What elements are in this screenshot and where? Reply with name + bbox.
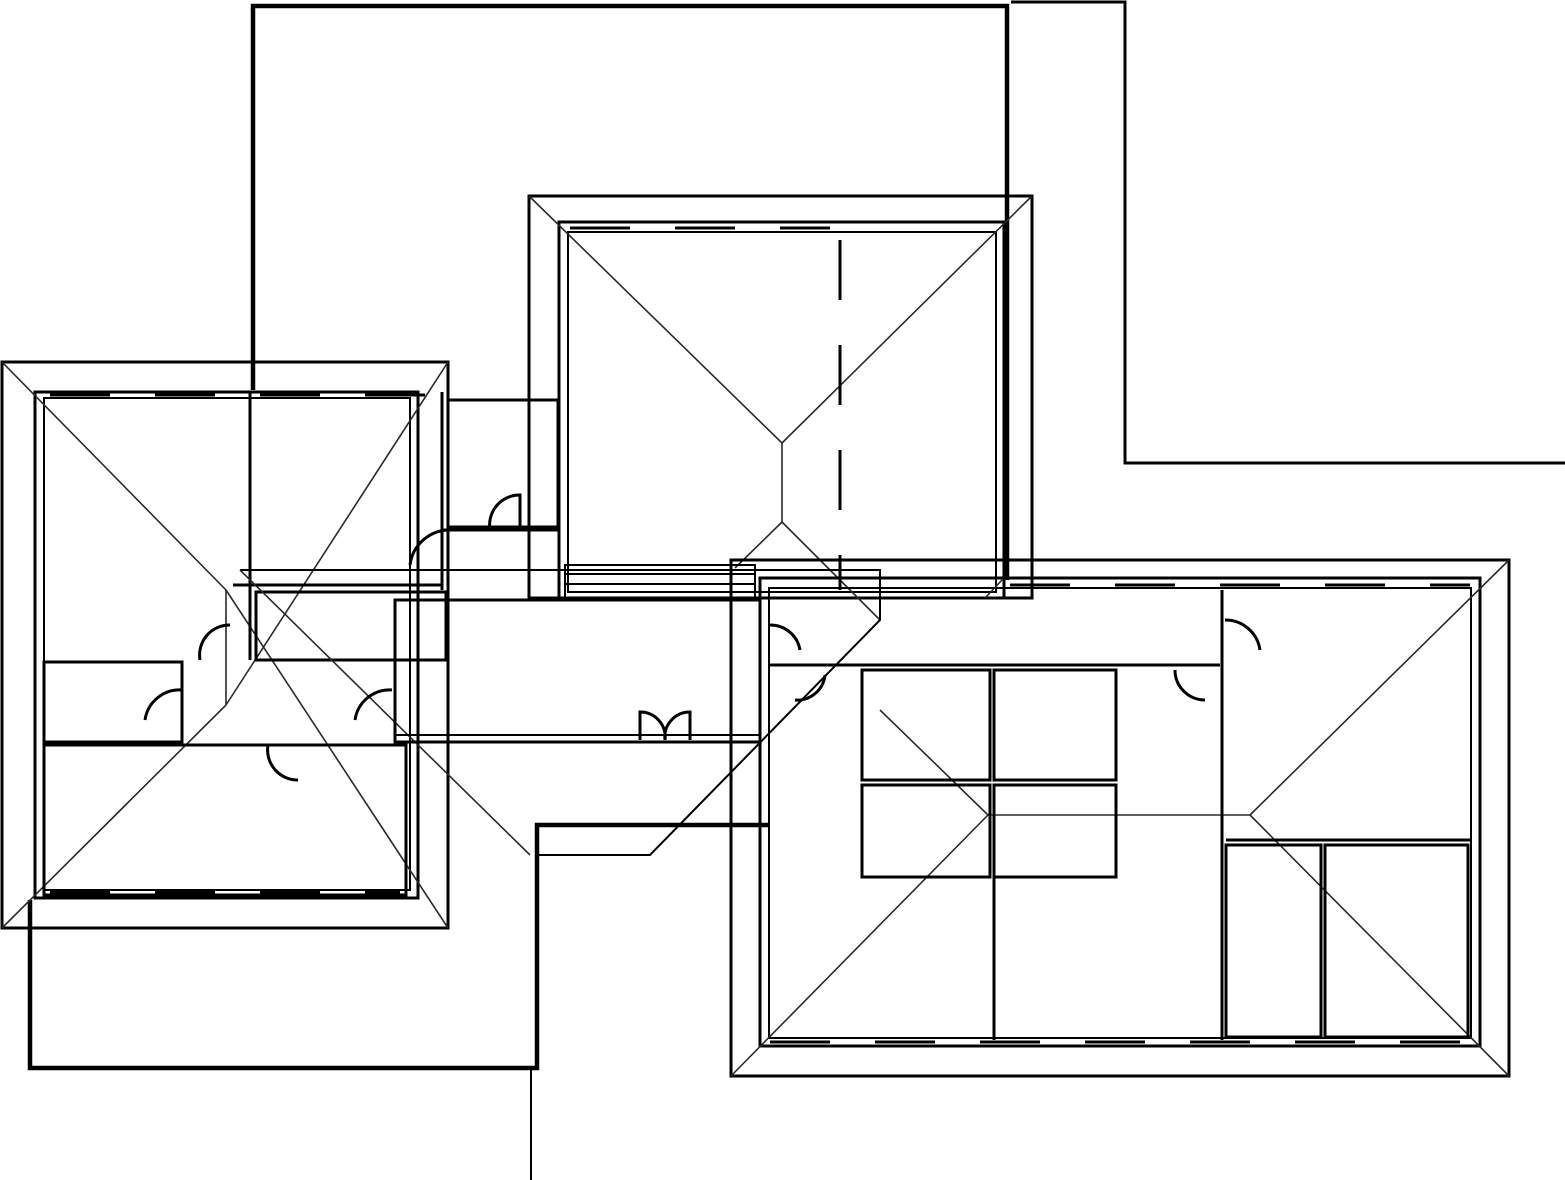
central-link — [239, 569, 881, 856]
room-office — [860, 668, 992, 782]
west-roof-eave — [0, 360, 450, 930]
north-wall-outer — [557, 220, 1006, 600]
door-swing — [488, 493, 522, 531]
lot-line-northeast — [1011, 0, 1565, 465]
room-closet — [254, 590, 448, 662]
north-wing — [442, 194, 1034, 621]
east-hip-line — [984, 579, 1003, 599]
west-hip-line — [1, 361, 227, 591]
lot-line-north — [250, 3, 1010, 580]
site-boundaries — [27, 0, 1565, 1180]
door-swing — [266, 744, 299, 782]
west-wall-outer — [33, 390, 420, 900]
north-hip-line — [781, 195, 1033, 444]
east-wing — [729, 558, 1511, 1078]
hallway — [393, 598, 762, 744]
west-hip-line — [225, 589, 449, 929]
room-pantry — [446, 398, 560, 529]
east-hip-line — [730, 814, 989, 1077]
door-swing — [769, 623, 802, 651]
west-hip-line — [1, 704, 227, 929]
west-wing — [0, 360, 450, 930]
east-wall-outer — [758, 576, 1482, 1048]
link-hip-line — [239, 569, 531, 856]
door-swing — [794, 674, 827, 702]
east-roof-eave — [729, 558, 1511, 1078]
north-wall-inner — [567, 231, 997, 593]
east-hip-line — [1249, 814, 1510, 1077]
door-swing — [408, 528, 451, 566]
door-swing — [663, 710, 692, 741]
room-bedroom — [1323, 843, 1470, 1039]
west-hip-line — [225, 361, 449, 706]
east-hip-line — [1249, 559, 1510, 816]
door-swing — [198, 623, 231, 661]
room-storage — [992, 783, 1118, 879]
room-bath — [42, 660, 184, 744]
room-office — [992, 668, 1118, 782]
west-wall-inner — [43, 397, 411, 891]
door-swing — [143, 688, 183, 721]
north-hip-line — [528, 195, 783, 444]
room-bedroom — [1224, 843, 1323, 1039]
door-swing — [353, 688, 393, 721]
north-roof-eave — [527, 194, 1034, 600]
link-roof-edge — [240, 569, 881, 856]
room-bath — [42, 743, 408, 897]
door-swing — [1224, 618, 1262, 651]
lot-line-southwest — [27, 822, 768, 1071]
door-swings — [143, 493, 1262, 782]
east-hip-line — [879, 709, 989, 816]
east-wall-inner — [768, 587, 1472, 1039]
room-storage — [860, 783, 992, 879]
door-swing — [1173, 669, 1206, 702]
